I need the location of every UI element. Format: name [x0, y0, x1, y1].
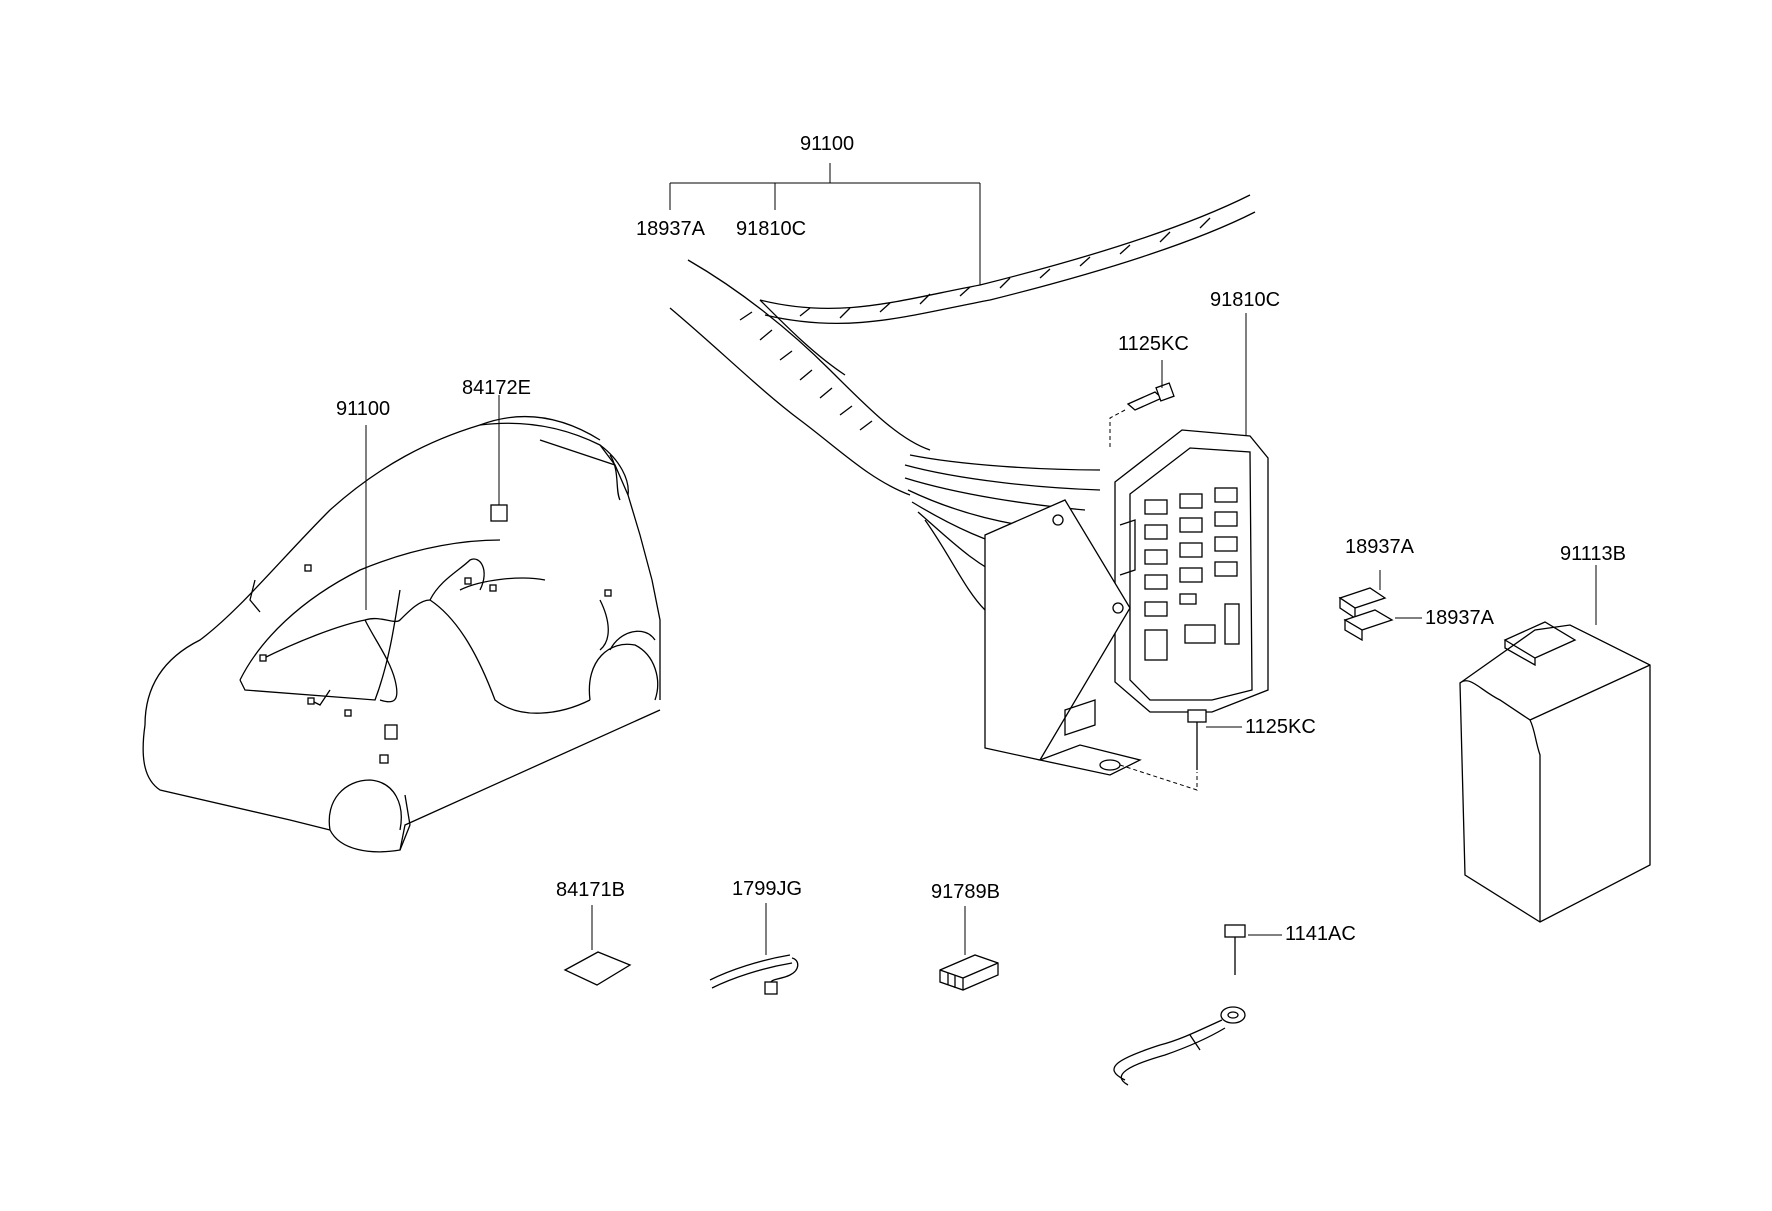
- part-label-1799JG[interactable]: 1799JG: [732, 878, 802, 900]
- part-label-1141AC[interactable]: 1141AC: [1285, 923, 1356, 945]
- bolt-upper-illustration: [1109, 360, 1175, 450]
- vehicle-callouts: [365, 395, 508, 610]
- cover-illustration: [1459, 565, 1651, 923]
- bolt-lower-illustration: [1119, 709, 1242, 791]
- fuse-block-illustration: [984, 429, 1269, 776]
- harness-top-callout: [669, 163, 981, 285]
- part-label-91810C-top[interactable]: 91810C: [736, 218, 806, 240]
- part-label-1125KC-lower[interactable]: 1125KC: [1245, 716, 1316, 738]
- part-label-18937A-top[interactable]: 18937A: [636, 218, 706, 240]
- connector-illustration: [939, 906, 999, 991]
- part-label-91113B[interactable]: 91113B: [1560, 543, 1626, 565]
- part-label-84172E[interactable]: 84172E: [462, 377, 531, 399]
- wire-harness-illustration: [669, 194, 1256, 611]
- part-label-18937A-a[interactable]: 18937A: [1345, 536, 1415, 558]
- part-label-18937A-b[interactable]: 18937A: [1425, 607, 1495, 629]
- part-label-84171B[interactable]: 84171B: [556, 879, 625, 901]
- part-label-1125KC-upper[interactable]: 1125KC: [1118, 333, 1189, 355]
- clips-illustration: [1338, 570, 1422, 642]
- cable-illustration: [709, 903, 799, 995]
- part-label-91810C[interactable]: 91810C: [1210, 289, 1280, 311]
- part-label-91100-top[interactable]: 91100: [800, 133, 854, 155]
- pad-illustration: [563, 905, 632, 986]
- part-label-91100-vehicle[interactable]: 91100: [336, 398, 390, 420]
- vehicle-illustration: [142, 416, 661, 853]
- part-label-91789B[interactable]: 91789B: [931, 881, 1000, 903]
- ground-bolt-illustration: [1113, 924, 1282, 1086]
